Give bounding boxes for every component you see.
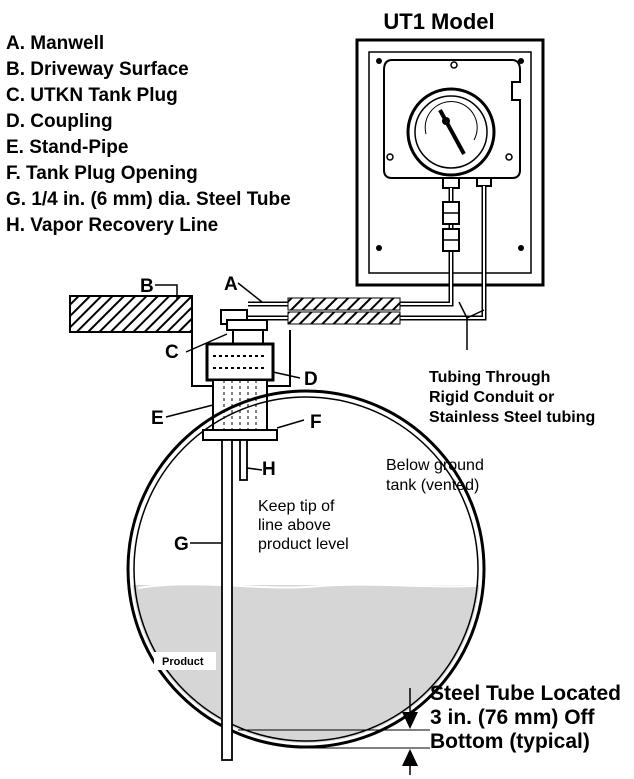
legend-item-vapor-recovery-line: H. Vapor Recovery Line <box>6 215 218 236</box>
conduit-tubing <box>248 288 487 325</box>
callout-g: G <box>174 534 189 555</box>
callout-f: F <box>310 412 322 433</box>
offset-note: Steel Tube Located 3 in. (76 mm) Off Bot… <box>430 682 621 753</box>
svg-text:Tubing Through: Tubing Through <box>429 369 550 386</box>
ut1-gauge-housing <box>355 38 545 288</box>
callout-b: B <box>140 276 154 297</box>
vapor-recovery-line <box>239 439 248 481</box>
offset-dimension <box>238 688 430 775</box>
callout-a: A <box>224 274 238 295</box>
tubing-note: Tubing Through Rigid Conduit or Stainles… <box>429 369 595 426</box>
legend: A. Manwell B. Driveway Surface C. UTKN T… <box>6 33 291 236</box>
legend-item-tank-plug: C. UTKN Tank Plug <box>6 85 178 106</box>
svg-text:Stainless Steel tubing: Stainless Steel tubing <box>429 409 595 426</box>
svg-text:Below ground: Below ground <box>386 457 484 474</box>
svg-text:Keep tip of: Keep tip of <box>258 498 335 515</box>
driveway-surface <box>69 295 193 333</box>
svg-text:product level: product level <box>258 536 349 553</box>
product-label-box <box>154 652 216 670</box>
gauge-dial <box>406 87 496 177</box>
callout-e: E <box>151 408 164 429</box>
legend-item-stand-pipe: E. Stand-Pipe <box>6 137 128 158</box>
steel-tube <box>221 439 233 761</box>
legend-item-driveway-surface: B. Driveway Surface <box>6 59 189 80</box>
product-label: Product <box>162 656 204 668</box>
svg-text:tank (vented): tank (vented) <box>386 477 479 494</box>
legend-item-manwell: A. Manwell <box>6 33 104 54</box>
svg-text:Steel Tube Located: Steel Tube Located <box>430 682 621 705</box>
legend-item-tank-plug-opening: F. Tank Plug Opening <box>6 163 198 184</box>
callout-c: C <box>165 342 179 363</box>
tank-plug-assembly <box>202 309 278 441</box>
legend-item-steel-tube: G. 1/4 in. (6 mm) dia. Steel Tube <box>6 189 291 210</box>
vapor-note: Keep tip of line above product level <box>258 498 349 553</box>
svg-text:Bottom (typical): Bottom (typical) <box>430 730 590 753</box>
callout-h: H <box>262 459 276 480</box>
legend-item-coupling: D. Coupling <box>6 111 113 132</box>
svg-text:line above: line above <box>258 517 331 534</box>
svg-text:3 in. (76 mm) Off: 3 in. (76 mm) Off <box>430 706 596 729</box>
svg-text:Rigid Conduit or: Rigid Conduit or <box>429 389 554 406</box>
leader-lines <box>155 282 485 544</box>
callout-d: D <box>304 369 318 390</box>
tank-note: Below ground tank (vented) <box>386 457 484 494</box>
model-title: UT1 Model <box>383 9 494 34</box>
